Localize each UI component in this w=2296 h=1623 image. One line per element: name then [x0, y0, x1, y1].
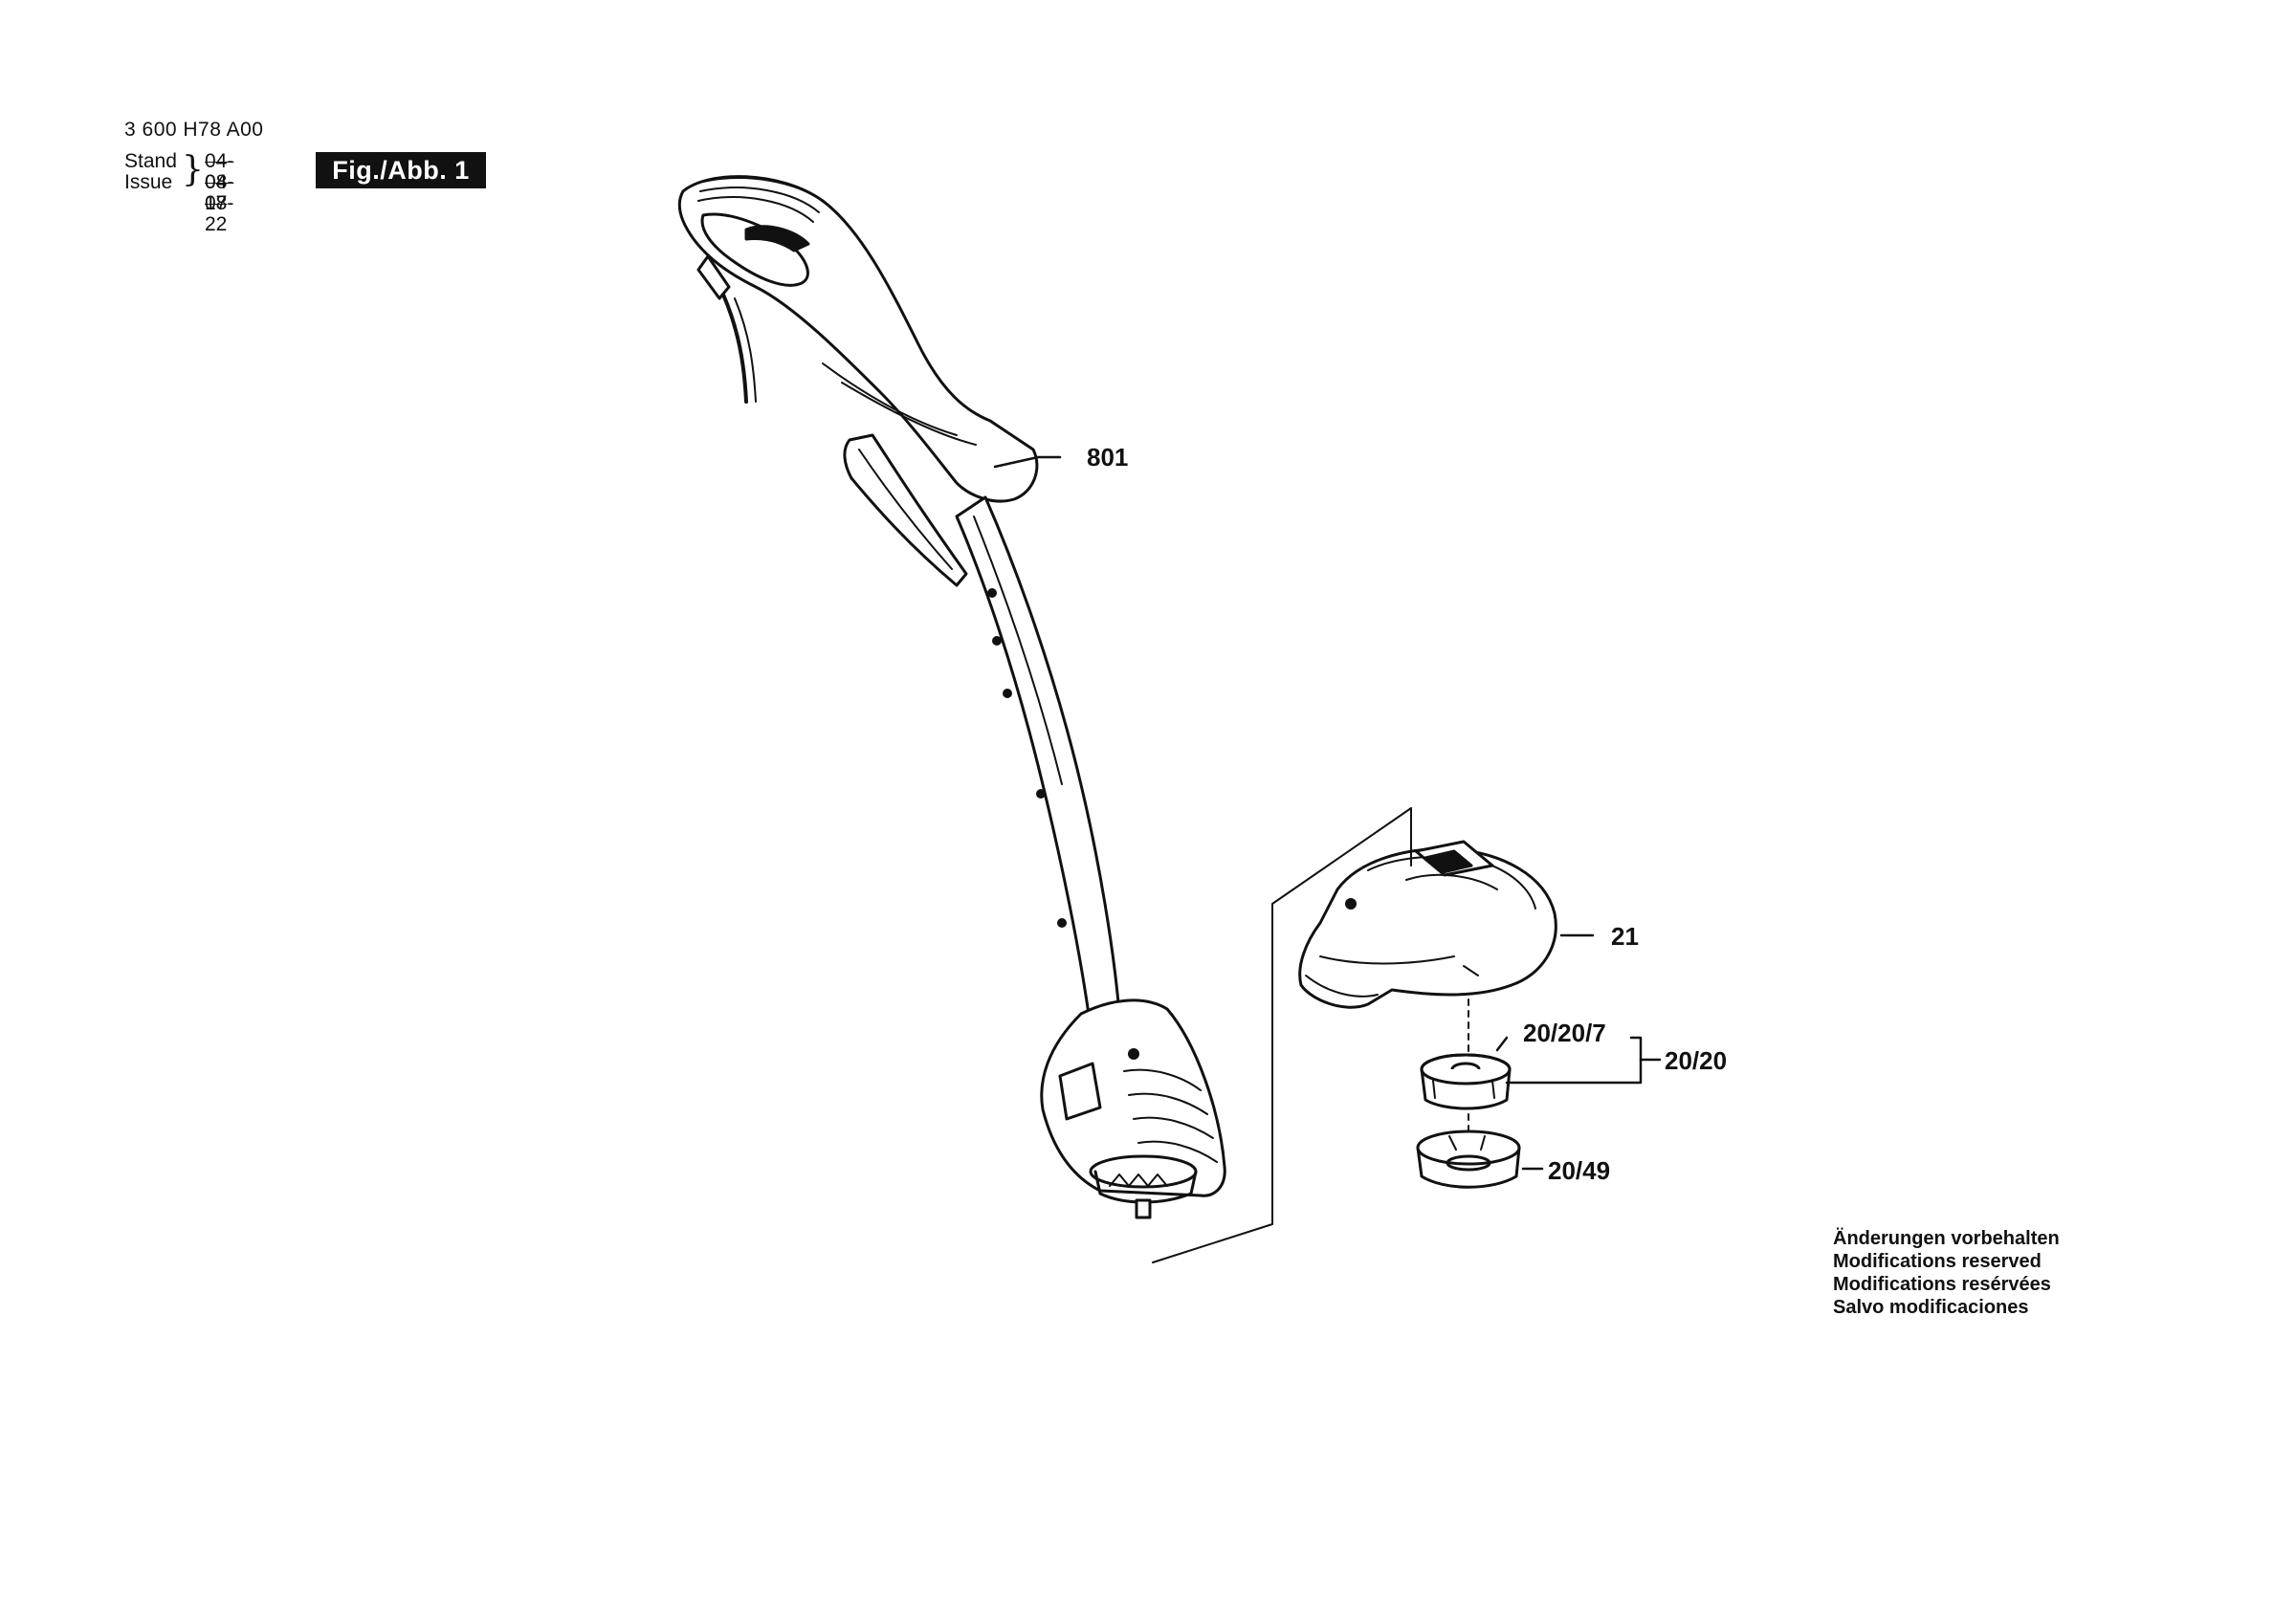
- auxiliary-handle: [843, 433, 968, 587]
- document-number: 3 600 H78 A00: [124, 119, 264, 141]
- callout-20-20: 20/20: [1665, 1046, 1728, 1075]
- note-english: Modifications reserved: [1833, 1251, 2042, 1272]
- note-german: Änderungen vorbehalten: [1833, 1228, 2060, 1249]
- leader-lines: [993, 455, 1662, 1171]
- issue-label: Issue: [124, 171, 173, 193]
- note-spanish: Salvo modificaciones: [1833, 1297, 2029, 1318]
- guard-part-21: [1298, 840, 1557, 1009]
- spool-part-20-20-7: [1420, 1053, 1512, 1110]
- trimmer-shaft: [955, 495, 1121, 1030]
- callout-20-20-7: 20/20/7: [1523, 1019, 1606, 1047]
- callout-21: 21: [1611, 922, 1639, 951]
- modifications-notice: Änderungen vorbehalten Modifications res…: [1833, 1227, 2060, 1319]
- note-french: Modifications resérvées: [1833, 1274, 2051, 1295]
- callout-801: 801: [1087, 443, 1129, 472]
- motor-housing: [1040, 998, 1226, 1219]
- stand-date: 04-08-17: [205, 150, 234, 214]
- trimmer-handle: [678, 175, 1039, 503]
- brace-symbol: }: [182, 150, 204, 189]
- assembly-frame: [1152, 807, 1469, 1263]
- stand-label: Stand: [124, 150, 177, 172]
- spool-cap-part-20-49: [1416, 1130, 1521, 1189]
- figure-badge: Fig./Abb. 1: [316, 152, 486, 188]
- callout-20-49: 20/49: [1548, 1156, 1611, 1185]
- issue-date: 04-08-22: [205, 171, 234, 235]
